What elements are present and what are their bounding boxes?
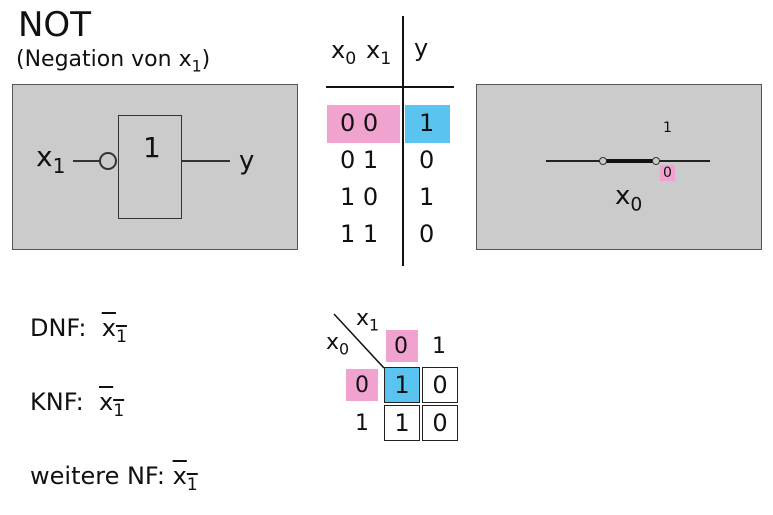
kmap-row-header-0-highlight — [346, 369, 378, 401]
page-title: NOT — [18, 5, 91, 45]
gate-input-wire — [73, 160, 101, 162]
kmap-cell-1-0: 1 — [384, 405, 420, 441]
gate-output-wire — [182, 160, 230, 162]
knf-line: KNF: x1 — [30, 388, 125, 422]
axis-value-marked: 0 — [660, 165, 675, 181]
other-nf-expression: x1 — [172, 462, 198, 496]
tt-horizontal-line — [326, 86, 454, 88]
kmap-cell-1-1: 0 — [422, 405, 458, 441]
gate-input-label: x1 — [36, 140, 66, 179]
tt-row-highlight-output — [405, 105, 450, 143]
kmap-row-var: x0 — [326, 330, 350, 359]
page-subtitle: (Negation von x1) — [16, 47, 211, 76]
axis-point-left — [599, 157, 607, 165]
kmap-cell-0-1: 0 — [422, 367, 458, 403]
tt-row-1-inputs: 0 1 — [340, 146, 379, 174]
dnf-line: DNF: x1 — [30, 314, 127, 348]
other-nf-line: weitere NF: x1 — [30, 462, 198, 496]
dnf-label: DNF: — [30, 314, 87, 342]
other-nf-label: weitere NF: — [30, 462, 165, 490]
tt-row-highlight-inputs — [327, 105, 400, 143]
axis-point-right — [652, 157, 660, 165]
kmap-col-header-0-highlight — [386, 330, 418, 362]
tt-row-3-output: 0 — [419, 220, 435, 248]
gate-panel: x1 1 y — [12, 84, 298, 250]
tt-vertical-line — [402, 16, 404, 266]
tt-header-y: y — [414, 34, 429, 62]
tt-row-1-output: 0 — [419, 146, 435, 174]
dnf-expression: x1 — [101, 314, 127, 348]
axis-segment-highlight — [604, 159, 654, 163]
tt-row-2-inputs: 1 0 — [340, 183, 379, 211]
tt-row-0-output: 1 — [419, 109, 435, 137]
negation-bubble — [99, 152, 117, 170]
axis-label: x0 — [615, 181, 643, 216]
gate-symbol: 1 — [143, 131, 161, 164]
kmap-diagonal — [333, 313, 385, 369]
kmap-col-header-0: 0 — [394, 334, 408, 359]
tt-header-x1: x1 — [366, 36, 392, 70]
kmap-row-header-1: 1 — [355, 411, 369, 436]
kmap-row-header-0: 0 — [355, 373, 369, 398]
kmap-col-var: x1 — [356, 306, 380, 335]
tt-row-0-inputs: 0 0 — [340, 109, 379, 137]
tt-row-3-inputs: 1 1 — [340, 220, 379, 248]
tt-header-x0: x0 — [331, 36, 357, 70]
kmap-col-header-1: 1 — [432, 334, 446, 359]
knf-expression: x1 — [98, 388, 125, 422]
gate-box: 1 — [118, 115, 182, 219]
kmap-cell-0-0: 1 — [384, 367, 420, 403]
tt-row-2-output: 1 — [419, 183, 435, 211]
axis-value-top: 1 — [663, 120, 672, 136]
axis-panel: 1 0 x0 — [476, 84, 762, 250]
knf-label: KNF: — [30, 388, 84, 416]
gate-output-label: y — [239, 146, 255, 176]
